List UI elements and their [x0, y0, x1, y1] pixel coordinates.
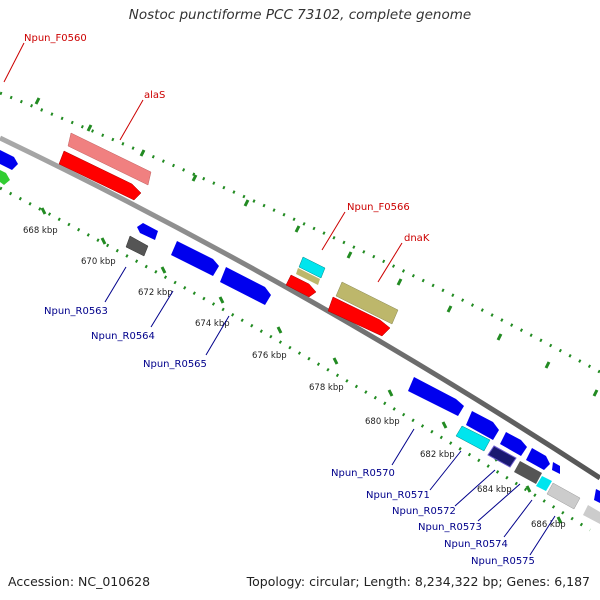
tick-label-670: 670 kbp [81, 257, 116, 267]
gene-olive-small [296, 268, 320, 285]
gene-label-alaS: alaS [144, 90, 165, 101]
tick-label-668: 668 kbp [23, 226, 58, 236]
gene-label-Npun_R0575: Npun_R0575 [471, 556, 535, 567]
tick-label-676: 676 kbp [252, 351, 287, 361]
gene-blue-right1 [500, 432, 527, 456]
gene-alaS-red [58, 150, 142, 201]
outer-tick-marks [34, 97, 599, 397]
gene-label-Npun_R0570: Npun_R0570 [331, 468, 395, 479]
gene-lightgray-R0575 [546, 482, 581, 510]
gene-label-Npun_R0572: Npun_R0572 [392, 506, 456, 517]
gene-cyan-R0571 [455, 425, 491, 452]
gene-alaS-pink [67, 132, 152, 186]
gene-blue-right3 [552, 462, 560, 474]
gene-cyan-F0566 [298, 256, 326, 279]
genome-backbone [0, 135, 600, 481]
gene-blue-right2 [526, 448, 550, 470]
gene-label-dnaK: dnaK [404, 233, 430, 244]
gene-label-Npun_R0574: Npun_R0574 [444, 539, 508, 550]
gene-blue-edge-right [594, 489, 600, 503]
gene-label-Npun_R0563: Npun_R0563 [44, 306, 108, 317]
tick-label-684: 684 kbp [477, 485, 512, 495]
outer-dotted-ring [0, 91, 600, 374]
tick-label-680: 680 kbp [365, 417, 400, 427]
tick-label-686: 686 kbp [531, 520, 566, 530]
gene-red-large [327, 296, 391, 337]
gene-red-small [285, 274, 317, 298]
gene-label-Npun_R0564: Npun_R0564 [91, 331, 155, 342]
gene-blue-R0563 [137, 223, 158, 240]
map-title: Nostoc punctiforme PCC 73102, complete g… [128, 7, 472, 23]
forward-leader-lines [3, 42, 403, 283]
gene-cyan-R0574 [536, 476, 552, 491]
gene-blue-R0570 [408, 377, 464, 416]
tick-label-672: 672 kbp [138, 288, 173, 298]
gene-gray-R0573 [514, 461, 542, 484]
reverse-leader-lines [104, 266, 556, 556]
gene-blue-edge [0, 150, 18, 170]
gene-label-Npun_F0566: Npun_F0566 [347, 202, 410, 213]
gene-label-Npun_R0565: Npun_R0565 [143, 359, 207, 370]
gene-blue-R0565 [220, 267, 271, 305]
tick-label-674: 674 kbp [195, 319, 230, 329]
inner-dotted-ring [0, 186, 591, 532]
tick-label-682: 682 kbp [420, 450, 455, 460]
inner-tick-marks [40, 207, 563, 524]
gene-green-edge [0, 170, 10, 185]
gene-blue-mid [466, 411, 499, 440]
gene-blue-R0564 [171, 241, 219, 276]
gene-lightgray-edge-right [583, 505, 600, 524]
gene-label-Npun_F0560: Npun_F0560 [24, 33, 87, 44]
genome-summary-text: Topology: circular; Length: 8,234,322 bp… [246, 574, 590, 589]
gene-dnaK-olive [335, 281, 399, 325]
tick-label-678: 678 kbp [309, 383, 344, 393]
accession-text: Accession: NC_010628 [8, 574, 151, 589]
gene-gray-R0563 [125, 235, 149, 257]
gene-navy-R0572 [487, 445, 517, 468]
gene-label-Npun_R0573: Npun_R0573 [418, 522, 482, 533]
gene-label-Npun_R0571: Npun_R0571 [366, 490, 430, 501]
